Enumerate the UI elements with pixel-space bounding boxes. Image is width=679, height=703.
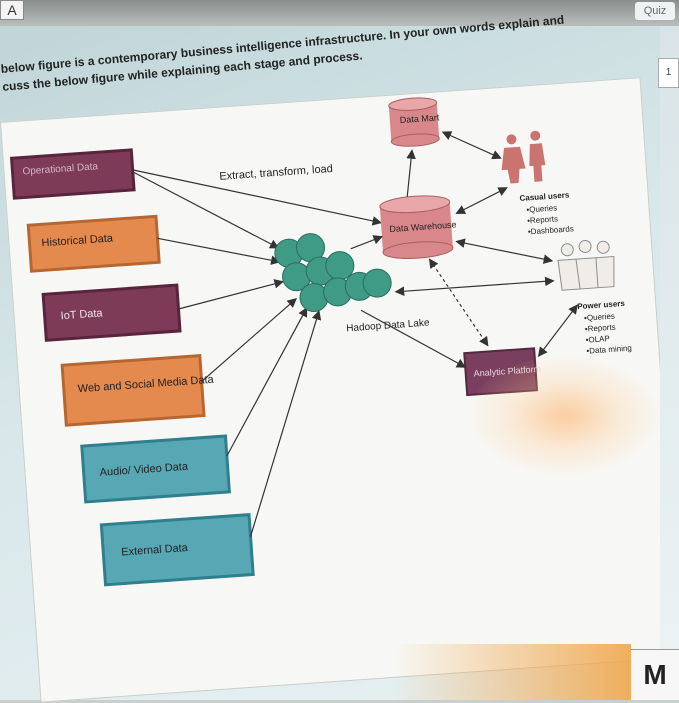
source-box-audio-video: Audio/ Video Data (80, 434, 231, 504)
data-mart-cylinder: Data Mart (388, 97, 440, 147)
source-box-web-social: Web and Social Media Data (60, 354, 215, 427)
arrow-lake-to-platform (360, 309, 467, 368)
arrow-historical-to-lake (157, 237, 281, 265)
orange-corner-glow (391, 644, 631, 700)
arrow-iot-to-lake (178, 279, 284, 310)
quiz-tab[interactable]: Quiz (635, 2, 675, 20)
power-users-item: •Queries (584, 312, 615, 323)
source-label-iot: IoT Data (60, 307, 104, 322)
source-box-historical: Historical Data (26, 214, 161, 273)
casual-users-title: Casual users (519, 190, 570, 202)
browser-topbar: A Quiz (0, 0, 679, 26)
power-users-icon (557, 239, 615, 291)
data-warehouse-cylinder: Data Warehouse (379, 195, 457, 260)
arrow-external-to-lake (249, 310, 322, 537)
diagram-svg: Operational Data Historical Data IoT Dat… (9, 97, 632, 587)
arrow-warehouse-casual (455, 187, 508, 214)
power-users-item: •Data mining (586, 343, 632, 355)
casual-users-item: •Dashboards (528, 224, 574, 236)
arrow-lake-to-warehouse (350, 235, 384, 250)
arrow-warehouse-platform-dashed (428, 258, 489, 347)
source-box-external: External Data (99, 512, 255, 587)
tab-letter[interactable]: A (0, 0, 24, 20)
data-lake-label: Hadoop Data Lake (346, 318, 430, 335)
arrow-lake-power (394, 276, 555, 297)
arrow-operational-to-warehouse (132, 169, 383, 226)
data-lake-cluster (274, 233, 392, 313)
corner-letter-m: M (631, 649, 679, 700)
page-content: below figure is a contemporary business … (0, 13, 679, 703)
power-users-item: •Reports (585, 323, 616, 334)
power-users-list: Power users •Queries •Reports •OLAP •Dat… (577, 299, 632, 356)
casual-users-icon (501, 130, 546, 184)
source-box-iot: IoT Data (41, 283, 182, 342)
source-label-operational: Operational Data (22, 161, 99, 177)
arrow-warehouse-power (455, 238, 554, 264)
side-badge[interactable]: 1 (658, 58, 679, 88)
casual-users-list: Casual users •Queries •Reports •Dashboar… (519, 190, 574, 236)
arrow-operational-to-lake (132, 171, 280, 249)
source-label-historical: Historical Data (41, 232, 114, 249)
data-mart-label: Data Mart (399, 112, 440, 125)
source-box-operational: Operational Data (9, 148, 136, 200)
power-users-title: Power users (577, 299, 626, 311)
arrow-web-to-lake (201, 297, 297, 383)
right-scroll-strip[interactable]: 1 (658, 26, 679, 700)
bi-infrastructure-diagram: Operational Data Historical Data IoT Dat… (0, 77, 679, 703)
casual-users-item: •Reports (527, 214, 558, 225)
data-warehouse-label: Data Warehouse (389, 219, 457, 234)
arrow-warehouse-to-mart (406, 149, 416, 197)
power-users-item: •OLAP (585, 334, 610, 345)
etl-label: Extract, transform, load (219, 163, 333, 183)
analytic-platform-box: Analytic Platform (463, 347, 541, 397)
casual-users-item: •Queries (526, 203, 557, 214)
source-label-external: External Data (121, 542, 189, 559)
arrow-audio-to-lake (226, 307, 308, 457)
arrow-mart-casual (441, 131, 502, 160)
arrow-platform-power (537, 304, 578, 357)
